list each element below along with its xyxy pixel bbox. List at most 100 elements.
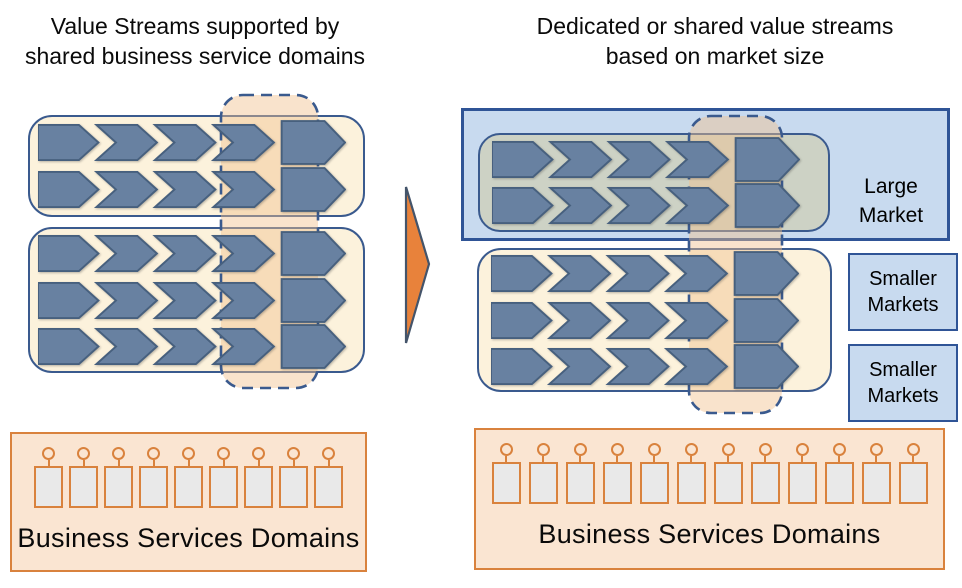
- service-domain-icon: [713, 443, 743, 504]
- chevron-segment: [492, 187, 554, 225]
- domain-icon-stem: [187, 460, 190, 466]
- smaller-market-box-1: Smaller Markets: [848, 253, 958, 331]
- chevron-segment: [606, 140, 671, 178]
- service-domain-icon: [898, 443, 928, 504]
- chevron-segment: [664, 187, 730, 225]
- chevron-segment: [210, 171, 276, 209]
- value-stream-row: [491, 343, 799, 389]
- chevron-segment: [546, 255, 612, 293]
- value-stream-row: [492, 183, 800, 229]
- smaller-market-label-2: Smaller Markets: [867, 359, 939, 407]
- domain-icon-stem: [801, 456, 803, 462]
- domain-icon-body: [824, 462, 854, 504]
- domain-icon-body: [279, 466, 308, 508]
- chevron-segment: [605, 255, 670, 293]
- stream-arrow: [733, 343, 799, 389]
- large-market-label: Large Market: [858, 175, 924, 228]
- domain-icon-body: [898, 462, 928, 504]
- domain-icon-body: [69, 466, 98, 508]
- business-services-domains-right-label: Business Services Domains: [538, 519, 881, 549]
- chevron-segment: [210, 234, 276, 272]
- service-domain-icon: [787, 443, 817, 504]
- chevron-segment: [152, 234, 217, 272]
- domain-icon-circle: [684, 443, 698, 456]
- service-domain-icon: [314, 447, 343, 508]
- domain-icon-circle: [499, 443, 513, 456]
- domain-icon-stem: [117, 460, 120, 466]
- chevron-segment: [93, 328, 159, 366]
- service-domain-icon: [676, 443, 706, 504]
- domain-icon-stem: [222, 460, 225, 466]
- domain-icon-circle: [287, 447, 300, 460]
- service-domain-icon: [244, 447, 273, 508]
- service-domain-icon: [209, 447, 238, 508]
- domain-icon-circle: [647, 443, 661, 456]
- domain-icon-circle: [217, 447, 230, 460]
- stream-arrow: [734, 183, 800, 229]
- stream-arrow: [280, 167, 346, 213]
- value-stream-row: [38, 324, 346, 370]
- value-stream-group-2: [28, 227, 365, 373]
- chevron-segment: [547, 187, 613, 225]
- service-domain-icon: [279, 447, 308, 508]
- smaller-market-box-2: Smaller Markets: [848, 344, 958, 422]
- right-title-line2: based on market size: [605, 43, 825, 70]
- stream-arrow: [733, 297, 799, 343]
- service-domain-icon: [824, 443, 854, 504]
- domain-icon-circle: [536, 443, 550, 456]
- transform-arrow: [404, 186, 431, 344]
- chevron-segment: [606, 187, 671, 225]
- left-title-line1: Value Streams supported by: [50, 13, 340, 39]
- domain-icon-body: [139, 466, 168, 508]
- chevron-segment: [491, 347, 553, 385]
- domain-icon-stem: [47, 460, 50, 466]
- domain-icon-stem: [912, 456, 914, 462]
- domain-icon-body: [602, 462, 632, 504]
- domain-icon-circle: [795, 443, 809, 456]
- domain-icon-stem: [257, 460, 260, 466]
- chevron-segment: [38, 171, 100, 209]
- chevron-segment: [491, 255, 553, 293]
- service-domain-icon: [565, 443, 595, 504]
- smaller-markets-value-streams: [477, 248, 832, 392]
- chevron-segment: [546, 347, 612, 385]
- chevron-segment: [93, 281, 159, 319]
- domain-icons-left: [34, 447, 343, 508]
- domain-icon-body: [491, 462, 521, 504]
- chevron-segment: [210, 123, 276, 161]
- value-stream-row: [491, 251, 799, 297]
- right-title: Dedicated or shared value streams based …: [495, 11, 935, 72]
- service-domain-icon: [602, 443, 632, 504]
- chevron-segment: [93, 123, 159, 161]
- domain-icon-body: [639, 462, 669, 504]
- stream-arrow: [733, 251, 799, 297]
- domain-icon-body: [676, 462, 706, 504]
- domain-icon-stem: [764, 456, 766, 462]
- chevron-segment: [491, 301, 553, 339]
- domain-icon-circle: [42, 447, 55, 460]
- right-title-line1: Dedicated or shared value streams: [536, 13, 894, 39]
- domain-icon-circle: [906, 443, 920, 456]
- chevron-segment: [152, 281, 217, 319]
- chevron-segment: [663, 301, 729, 339]
- value-stream-group-1: [28, 115, 365, 217]
- domain-icon-stem: [875, 456, 877, 462]
- domain-icon-body: [565, 462, 595, 504]
- chevron-segment: [152, 328, 217, 366]
- domain-icon-body: [750, 462, 780, 504]
- domain-icon-circle: [758, 443, 772, 456]
- domain-icon-circle: [610, 443, 624, 456]
- service-domain-icon: [34, 447, 63, 508]
- chevron-segment: [38, 123, 100, 161]
- domain-icon-circle: [721, 443, 735, 456]
- chevron-segment: [93, 234, 159, 272]
- value-stream-row: [492, 136, 800, 182]
- domain-icon-body: [34, 466, 63, 508]
- domain-icon-stem: [542, 456, 544, 462]
- service-domain-icon: [69, 447, 98, 508]
- domain-icon-stem: [838, 456, 840, 462]
- chevron-segment: [492, 140, 554, 178]
- chevron-segment: [210, 281, 276, 319]
- domain-icon-circle: [573, 443, 587, 456]
